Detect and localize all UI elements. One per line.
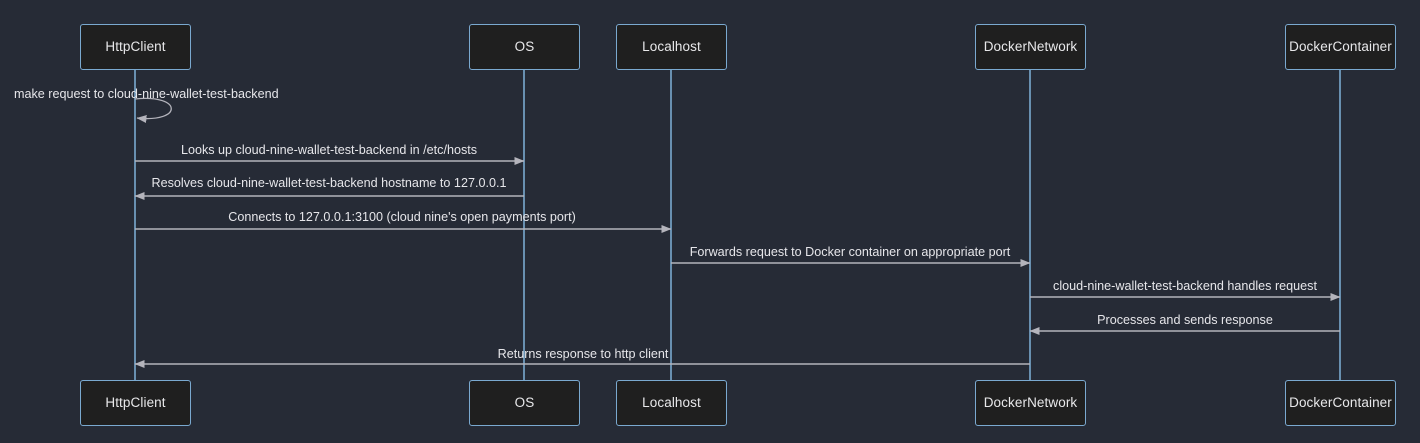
actor-label: DockerContainer (1289, 395, 1392, 411)
message-label-7: Returns response to http client (497, 347, 669, 361)
message-label-5: cloud-nine-wallet-test-backend handles r… (1053, 279, 1317, 293)
actor-label: HttpClient (105, 395, 166, 411)
actor-dockercontainer-top[interactable]: DockerContainer (1285, 24, 1396, 70)
actor-localhost-top[interactable]: Localhost (616, 24, 727, 70)
message-arrow-group (134, 97, 1341, 368)
actor-label: Localhost (642, 395, 701, 411)
actor-httpclient-bottom[interactable]: HttpClient (80, 380, 191, 426)
actor-label: OS (514, 395, 535, 411)
actor-dockernetwork-bottom[interactable]: DockerNetwork (975, 380, 1086, 426)
message-label-2: Resolves cloud-nine-wallet-test-backend … (151, 176, 507, 190)
actor-httpclient-top[interactable]: HttpClient (80, 24, 191, 70)
message-label-4: Forwards request to Docker container on … (689, 245, 1011, 259)
actor-dockernetwork-top[interactable]: DockerNetwork (975, 24, 1086, 70)
message-label-0: make request to cloud-nine-wallet-test-b… (14, 87, 279, 101)
actor-localhost-bottom[interactable]: Localhost (616, 380, 727, 426)
actor-label: Localhost (642, 39, 701, 55)
message-arrow-0 (134, 97, 172, 123)
actor-label: DockerNetwork (983, 395, 1078, 411)
message-label-6: Processes and sends response (1097, 313, 1273, 327)
actor-dockercontainer-bottom[interactable]: DockerContainer (1285, 380, 1396, 426)
actor-label: DockerNetwork (983, 39, 1078, 55)
message-label-3: Connects to 127.0.0.1:3100 (cloud nine's… (228, 210, 576, 224)
message-label-1: Looks up cloud-nine-wallet-test-backend … (180, 143, 478, 157)
lifeline-group (134, 70, 1341, 380)
actor-label: OS (514, 39, 535, 55)
actor-os-bottom[interactable]: OS (469, 380, 580, 426)
actor-os-top[interactable]: OS (469, 24, 580, 70)
actor-label: HttpClient (105, 39, 166, 55)
actor-label: DockerContainer (1289, 39, 1392, 55)
